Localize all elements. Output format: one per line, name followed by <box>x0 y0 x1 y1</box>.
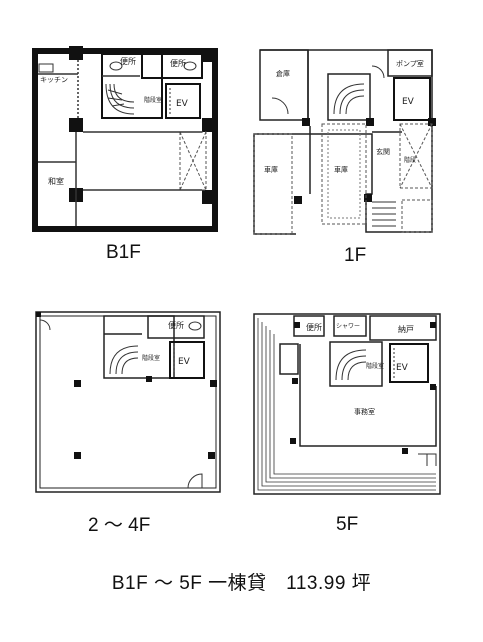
floor-label-5f: 5F <box>336 514 359 535</box>
room-label-stairs: 階段室 <box>144 96 162 104</box>
room-label-pump: ポンプ室 <box>396 59 424 68</box>
floor-plan-b1f: キッチン 便所 便所 階段室 EV 和室 <box>30 44 220 234</box>
room-label-stairs: 階段室 <box>366 362 384 370</box>
room-label-ev: EV <box>396 363 409 373</box>
floor-label-2-4f: 2 ～ 4F <box>88 515 151 536</box>
room-label-garage-1: 車庫 <box>264 165 278 174</box>
room-label-kitchen: キッチン <box>40 76 68 84</box>
caption: B1F ～ 5F 一棟貸 113.99 坪 <box>111 573 372 594</box>
room-label-toilet: 便所 <box>306 322 322 332</box>
room-label-ev: EV <box>176 99 189 109</box>
room-label-garage-2: 車庫 <box>334 165 348 174</box>
room-label-stairs: 階段室 <box>142 354 160 362</box>
room-label-ev: EV <box>402 97 415 107</box>
floor-plan-5f: 便所 シャワー 納戸 階段室 EV 事務室 <box>250 308 446 500</box>
room-label-stairs: 階段 <box>404 156 416 164</box>
floor-plan-2-4f: 便所 階段室 EV <box>30 308 224 498</box>
room-label-closet: 納戸 <box>398 324 414 334</box>
room-label-entrance: 玄関 <box>376 147 390 156</box>
room-label-shower: シャワー <box>336 323 360 330</box>
room-label-toilet: 便所 <box>168 320 184 330</box>
room-label-washitsu: 和室 <box>48 176 64 186</box>
room-label-storage: 倉庫 <box>276 69 290 78</box>
room-label-toilet-2: 便所 <box>170 58 186 68</box>
floor-label-1f: 1F <box>344 245 367 266</box>
floor-label-b1f: B1F <box>106 242 141 263</box>
floor-plan-1f: ポンプ室 倉庫 EV 車庫 車庫 玄関 階段 <box>246 44 446 240</box>
room-label-toilet: 便所 <box>120 56 136 66</box>
room-label-ev: EV <box>178 357 191 367</box>
room-label-office: 事務室 <box>354 407 375 416</box>
